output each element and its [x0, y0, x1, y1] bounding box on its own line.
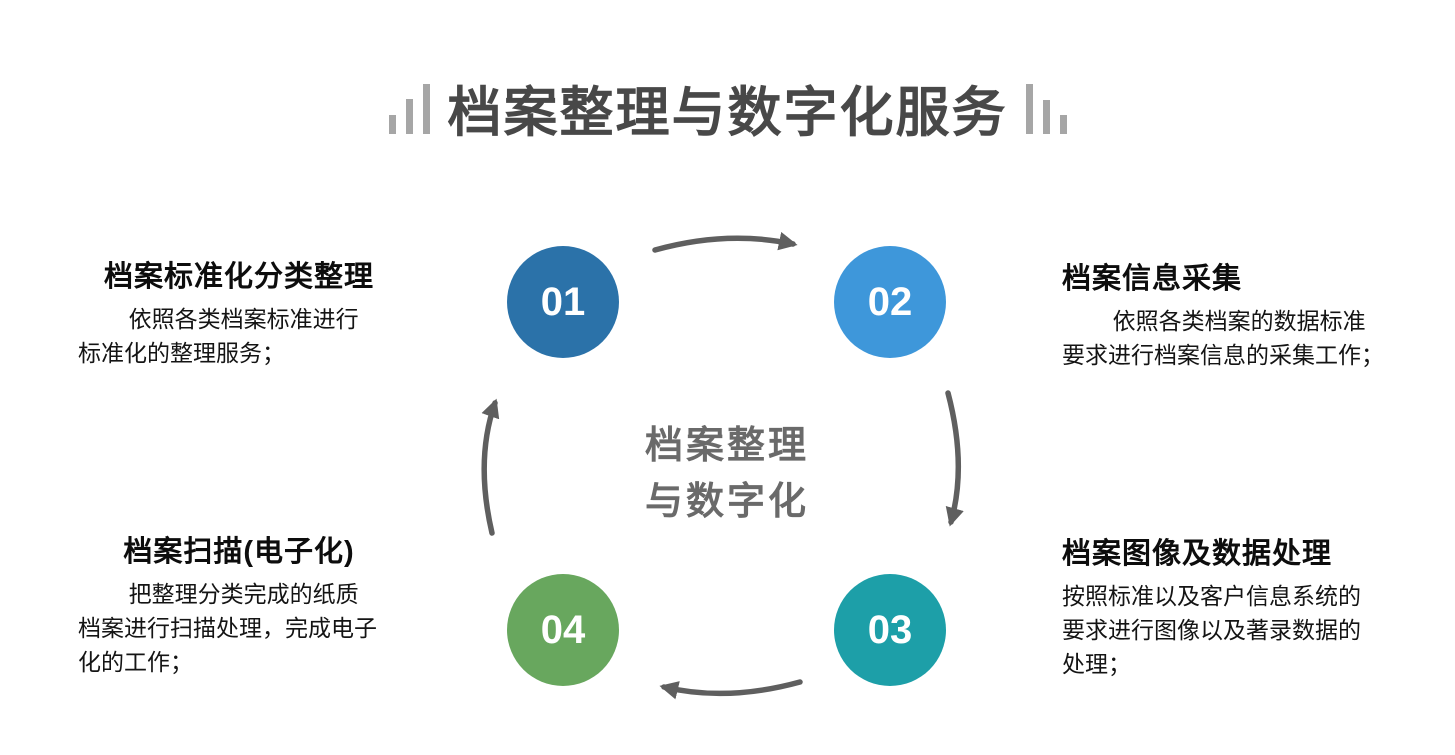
falling-bars-icon: [1025, 84, 1067, 134]
step-circle-04: 04: [507, 574, 619, 686]
rising-bars-icon: [388, 84, 430, 134]
center-label-line: 与数字化: [644, 481, 809, 523]
step-01-text-block: 档案标准化分类整理 依照各类档案标准进行 标准化的整理服务；: [78, 260, 400, 370]
bar: [422, 84, 430, 134]
center-label: 档案整理 与数字化: [552, 418, 902, 530]
center-label-line: 档案整理: [644, 425, 809, 467]
step-body-line: 标准化的整理服务；: [78, 339, 285, 366]
step-title: 档案扫描(电子化): [123, 536, 355, 568]
header: 档案整理与数字化服务: [0, 72, 1455, 144]
step-04-text-block: 档案扫描(电子化) 把整理分类完成的纸质 档案进行扫描处理，完成电子 化的工作；: [78, 535, 400, 679]
step-body-line: 处理；: [1062, 650, 1131, 677]
step-body-line: 档案进行扫描处理，完成电子: [78, 614, 377, 641]
arrow-01-to-02-icon: [652, 231, 798, 253]
step-body: 依照各类档案的数据标准 要求进行档案信息的采集工作；: [1062, 304, 1422, 372]
step-body: 依照各类档案标准进行 标准化的整理服务；: [78, 302, 400, 370]
step-body-line: 化的工作；: [78, 648, 193, 675]
step-circle-03: 03: [834, 574, 946, 686]
step-number: 01: [540, 279, 586, 324]
step-body-line: 依照各类档案标准进行: [128, 305, 359, 332]
step-body: 按照标准以及客户信息系统的 要求进行图像以及著录数据的 处理；: [1062, 579, 1422, 681]
arrow-04-to-01-icon: [481, 398, 500, 536]
step-circle-02: 02: [834, 246, 946, 358]
step-title: 档案标准化分类整理: [103, 261, 374, 293]
step-body-line: 把整理分类完成的纸质: [128, 580, 359, 607]
bar: [405, 99, 413, 134]
step-number: 04: [540, 607, 586, 652]
step-body: 把整理分类完成的纸质 档案进行扫描处理，完成电子 化的工作；: [78, 577, 400, 679]
step-number: 02: [867, 279, 913, 324]
arrow-02-to-03-icon: [945, 390, 964, 527]
step-02-text-block: 档案信息采集 依照各类档案的数据标准 要求进行档案信息的采集工作；: [1062, 262, 1422, 372]
step-circle-01: 01: [507, 246, 619, 358]
step-title: 档案信息采集: [1062, 263, 1243, 295]
bar: [1042, 100, 1050, 134]
bar: [388, 115, 396, 134]
step-number: 03: [867, 607, 913, 652]
arrow-03-to-04-icon: [659, 679, 803, 700]
bar: [1059, 115, 1067, 134]
step-title: 档案图像及数据处理: [1062, 538, 1333, 570]
bar: [1025, 84, 1033, 134]
step-body-line: 要求进行档案信息的采集工作；: [1062, 341, 1384, 368]
step-body-line: 要求进行图像以及著录数据的: [1062, 616, 1361, 643]
step-03-text-block: 档案图像及数据处理 按照标准以及客户信息系统的 要求进行图像以及著录数据的 处理…: [1062, 537, 1422, 681]
step-body-line: 按照标准以及客户信息系统的: [1062, 582, 1361, 609]
step-body-line: 依照各类档案的数据标准: [1112, 307, 1366, 334]
page-title: 档案整理与数字化服务: [447, 82, 1008, 143]
